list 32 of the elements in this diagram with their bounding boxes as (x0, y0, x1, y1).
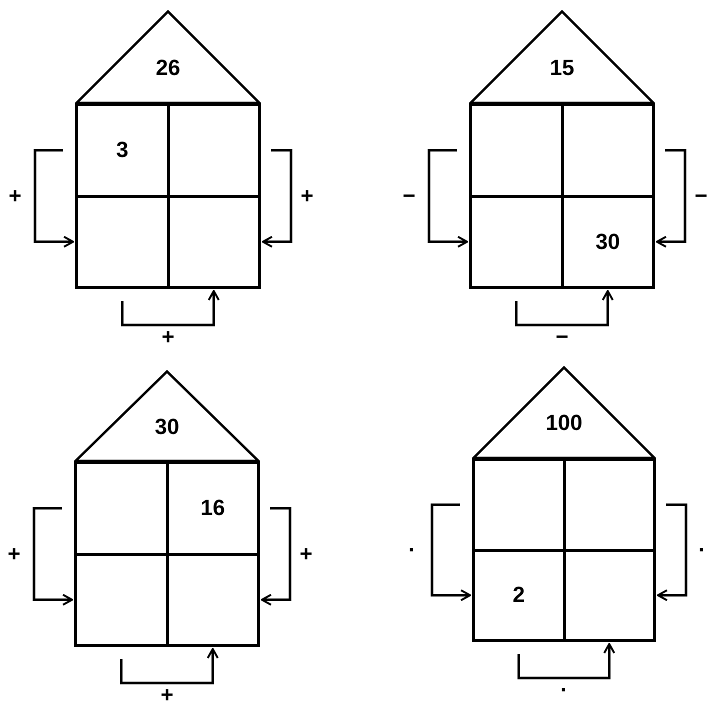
arrow (430, 504, 471, 602)
arrow (261, 507, 292, 606)
operation-sign: · (559, 677, 569, 703)
grid-cell (469, 103, 564, 198)
operation-sign: · (697, 537, 707, 563)
grid-cell (472, 458, 566, 552)
arrow (518, 643, 616, 680)
operation-sign: · (407, 537, 417, 563)
arrow (34, 149, 74, 248)
arrow (428, 149, 468, 248)
operation-sign: + (161, 324, 175, 350)
roof-number: 30 (154, 414, 180, 440)
arrow (32, 507, 73, 606)
arrow (120, 648, 219, 684)
operation-sign: − (694, 183, 708, 209)
operation-sign: + (299, 541, 313, 567)
arrow (656, 149, 686, 248)
operation-sign: + (8, 183, 22, 209)
operation-sign: + (160, 682, 174, 708)
roof-number: 26 (154, 54, 182, 81)
operation-sign: + (7, 541, 21, 567)
operation-sign: − (402, 183, 416, 209)
arrow (657, 504, 688, 602)
arrow (515, 290, 614, 326)
grid-cell (74, 461, 168, 556)
operation-sign: + (300, 183, 314, 209)
grid-cell: 3 (75, 103, 170, 198)
roof-number: 100 (544, 410, 584, 436)
roof-number: 15 (548, 54, 576, 81)
arrow (262, 149, 292, 248)
arrow (121, 290, 220, 326)
operation-sign: − (555, 324, 569, 350)
